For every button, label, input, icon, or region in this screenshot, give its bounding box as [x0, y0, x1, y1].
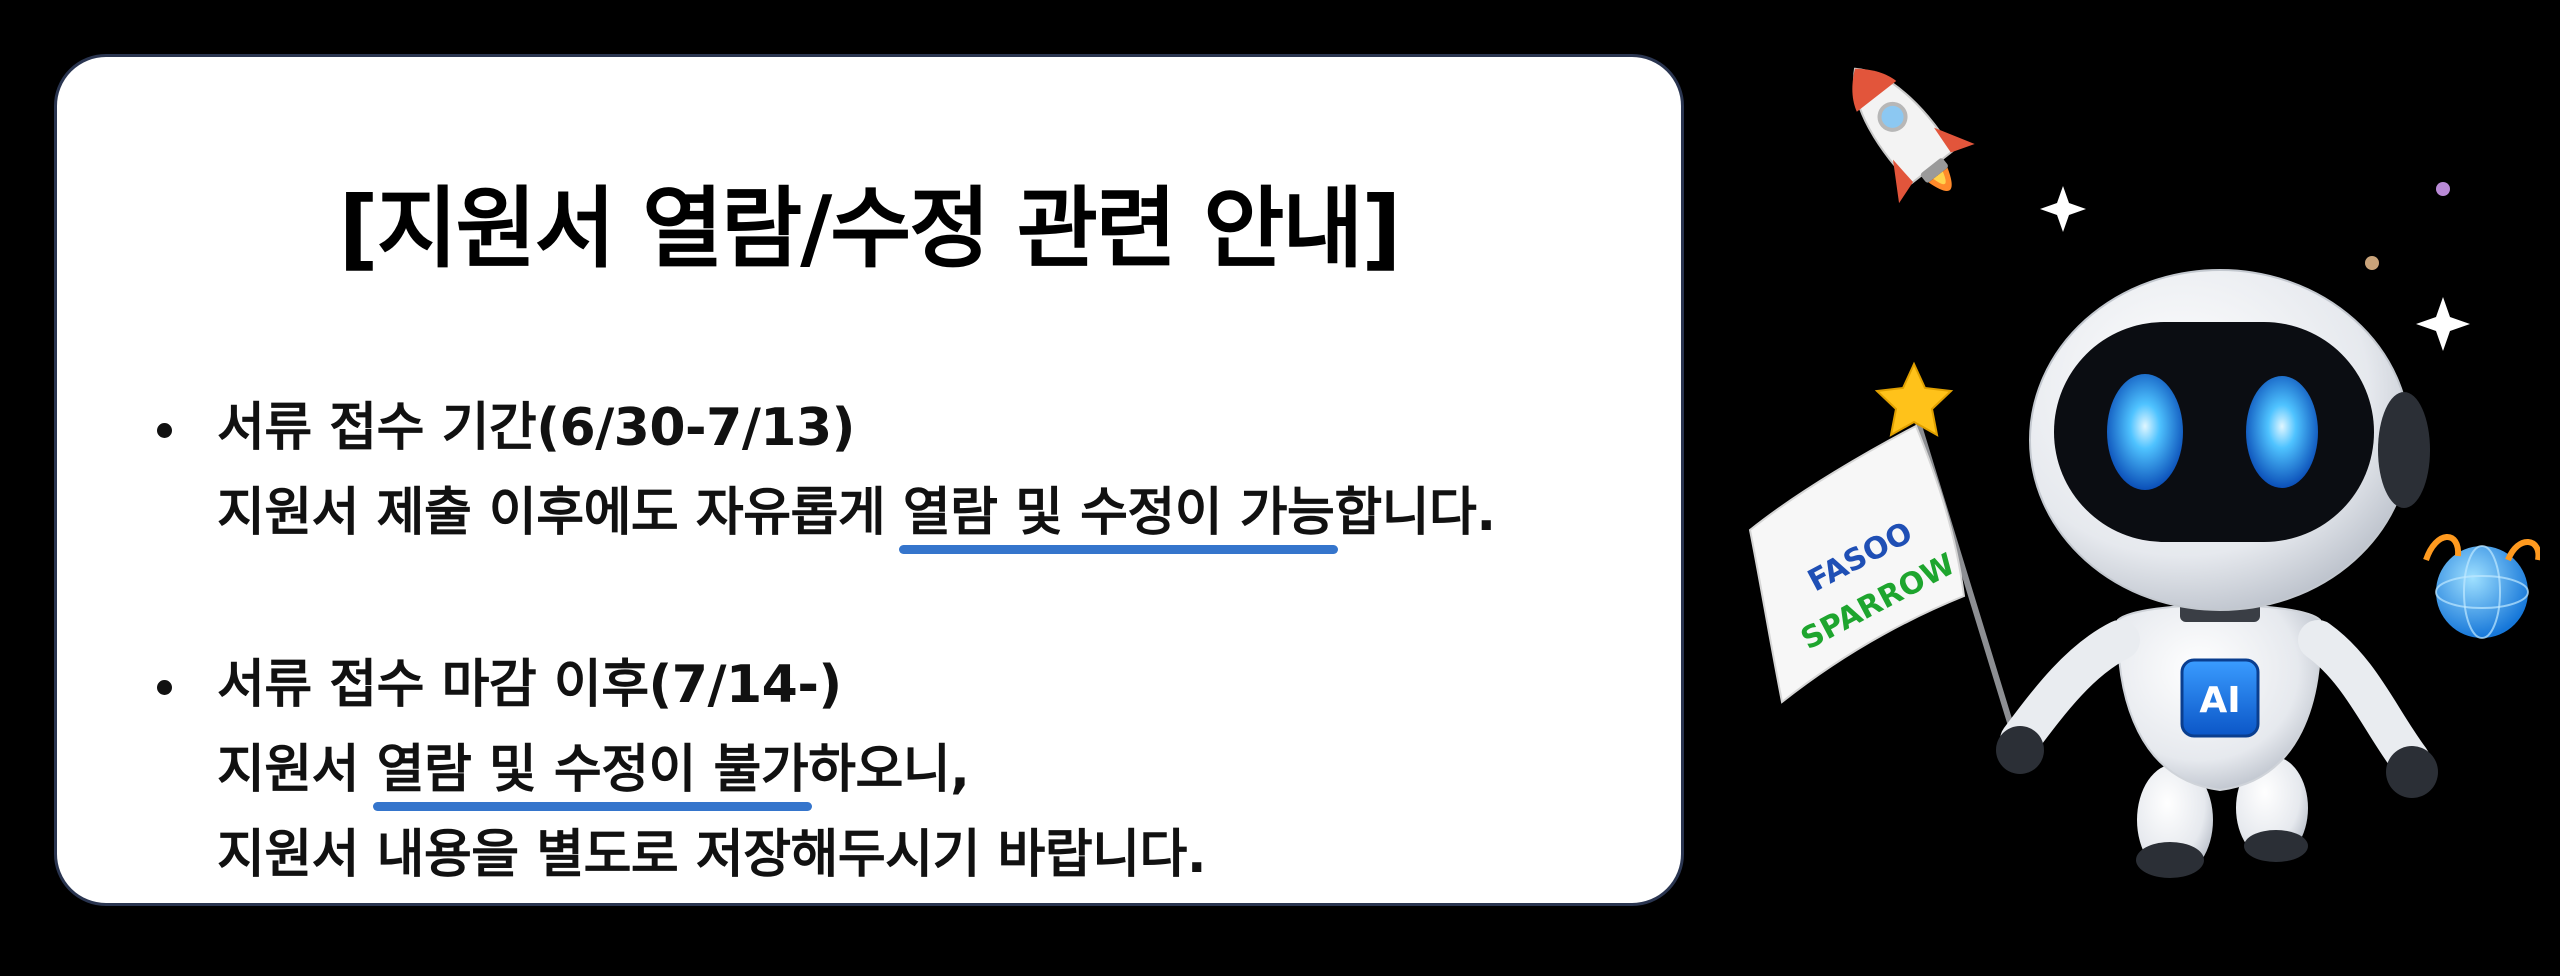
dot-icon: [2365, 256, 2379, 270]
robot-eye-right: [2246, 376, 2318, 488]
text-prefix: 지원서: [217, 740, 377, 800]
text-prefix: 지원서 제출 이후에도 자유롭게: [217, 483, 903, 543]
globe-icon: [2423, 534, 2540, 639]
robot-eye-left: [2107, 374, 2183, 490]
bullet-text: 지원서 열람 및 수정이 불가하오니,: [217, 739, 970, 812]
flag-icon: FASOO SPARROW: [1748, 361, 2019, 745]
bullet-text-2: 지원서 내용을 별도로 저장해두시기 바랍니다.: [217, 825, 1207, 885]
highlighted-text: 열람 및 수정이 가능: [898, 483, 1338, 555]
robot-mascot: AI: [1996, 269, 2438, 878]
star-icon: [1874, 361, 1954, 437]
sparkle-icon: [2416, 297, 2470, 351]
robot-illustration: FASOO SPARROW AI: [1748, 67, 2540, 878]
text-suffix: 합니다.: [1334, 483, 1496, 543]
bullet-heading: 서류 접수 마감 이후(7/14-): [217, 655, 842, 715]
bullet-heading: 서류 접수 기간(6/30-7/13): [217, 398, 855, 458]
notice-title: [지원서 열람/수정 관련 안내]: [338, 177, 1401, 280]
dot-icon: [2436, 182, 2450, 196]
bullet-dot-icon: [157, 423, 172, 438]
chip-label: AI: [2199, 680, 2240, 721]
rocket-icon: [1852, 67, 1975, 204]
text-suffix: 하오니,: [808, 740, 970, 800]
notice-card: [지원서 열람/수정 관련 안내] 서류 접수 기간(6/30-7/13) 지원…: [54, 54, 1684, 906]
bullet-dot-icon: [157, 680, 172, 695]
bullet-text: 지원서 제출 이후에도 자유롭게 열람 및 수정이 가능합니다.: [217, 482, 1496, 555]
highlighted-text: 열람 및 수정이 불가: [372, 740, 812, 812]
sparkle-icon: [2040, 186, 2086, 232]
